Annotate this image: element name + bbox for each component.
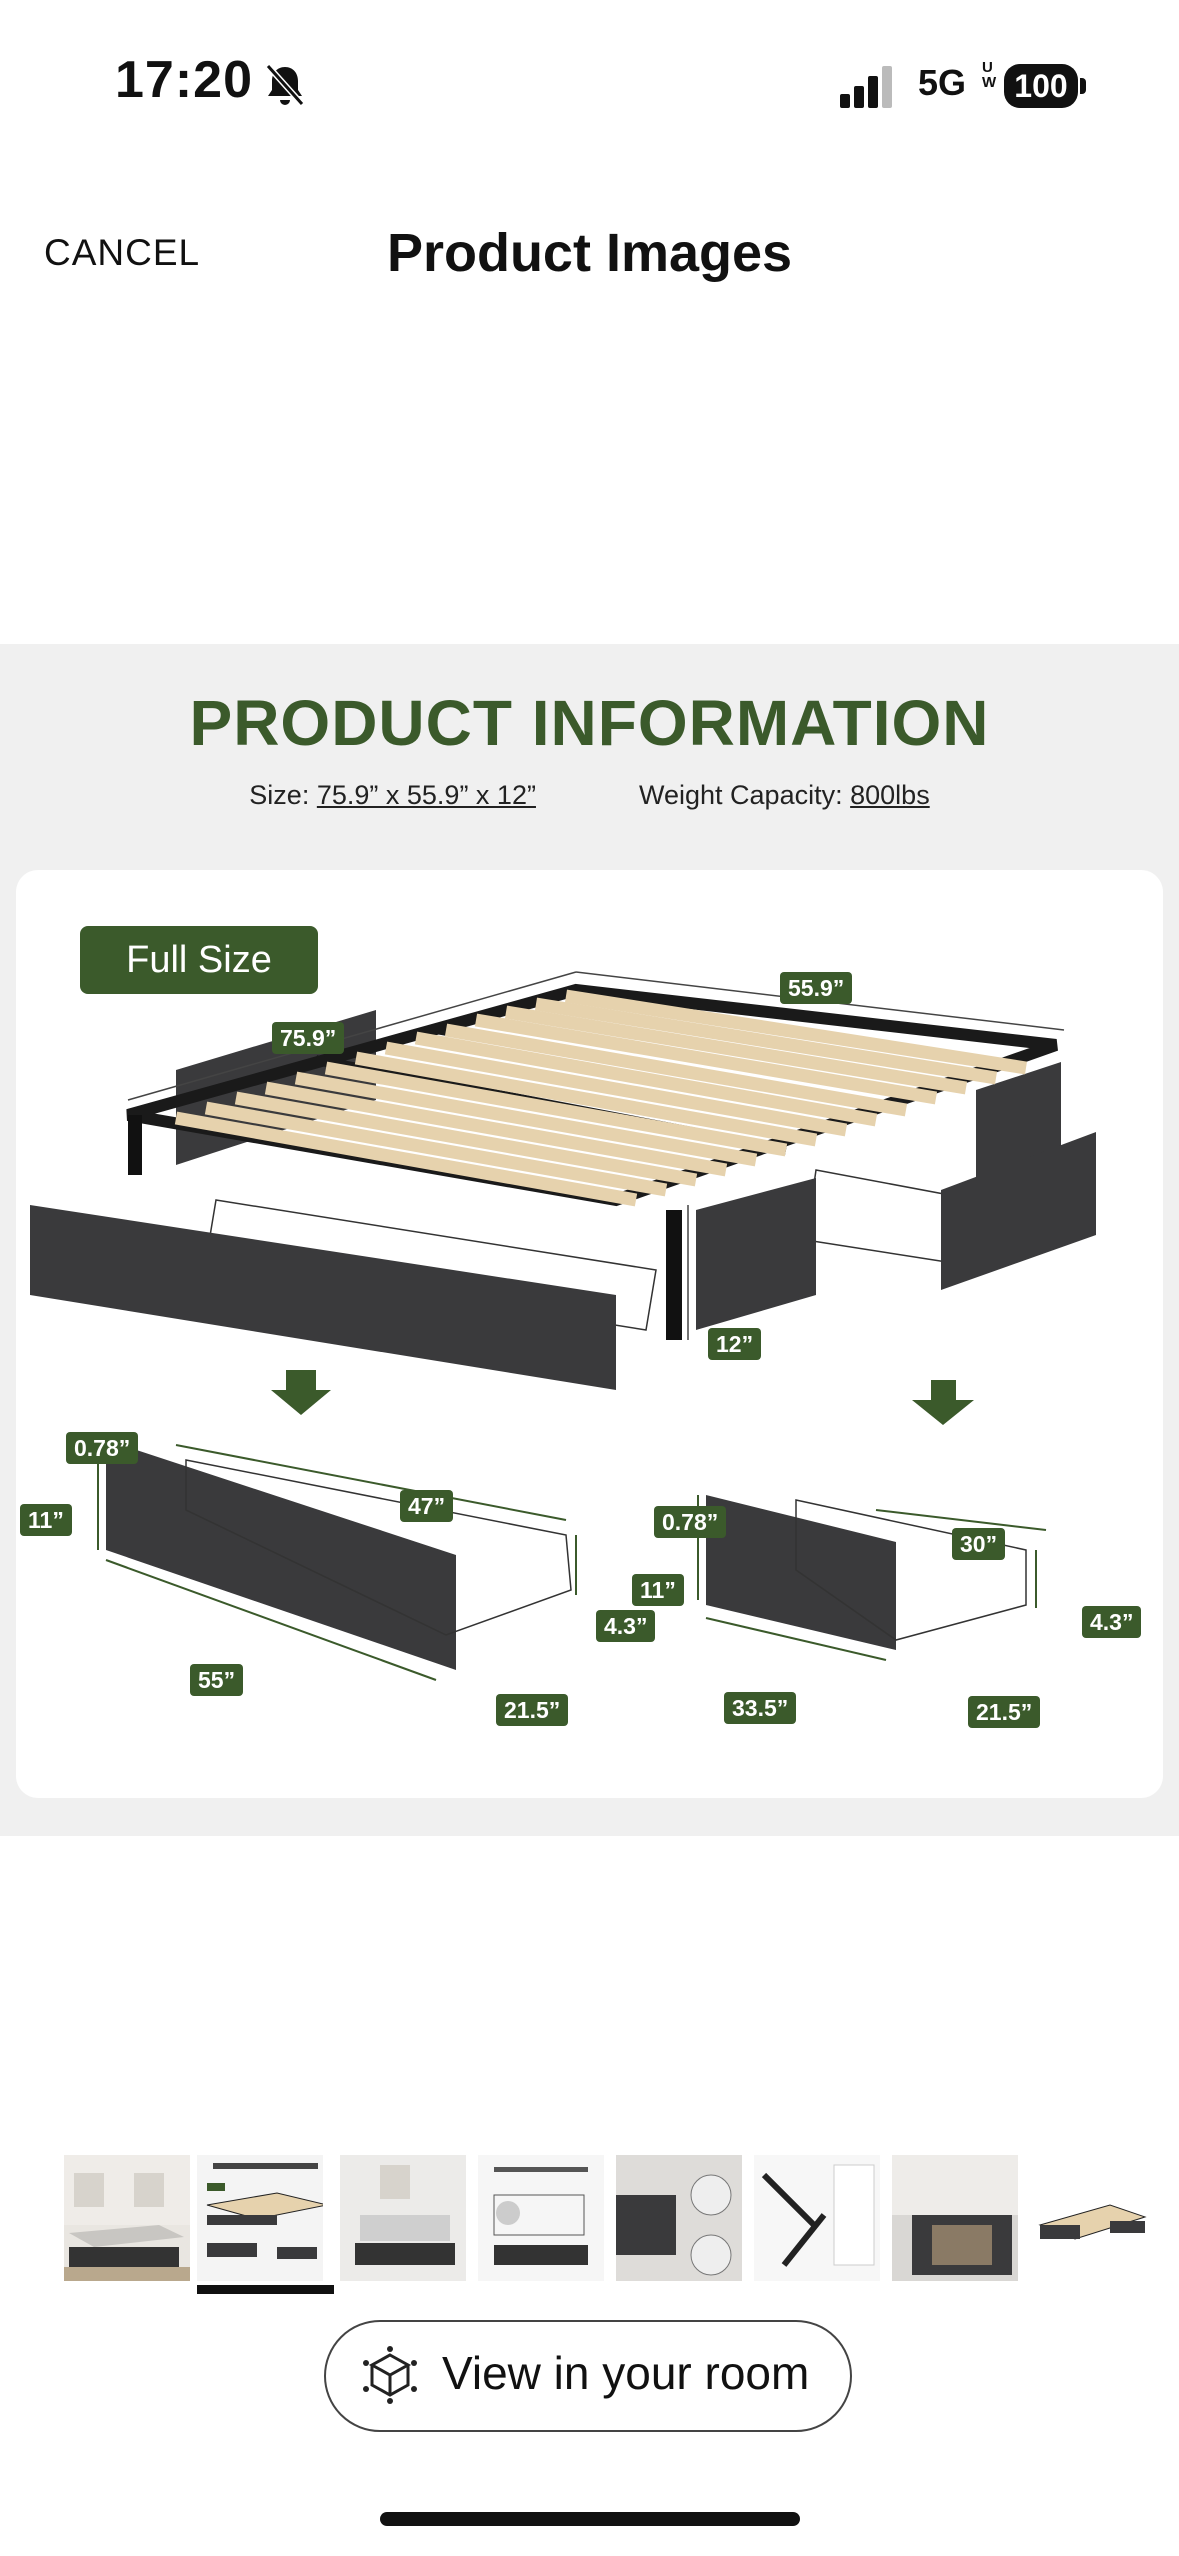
thumbnail-3[interactable]	[340, 2155, 466, 2281]
thumbnail-8[interactable]	[1030, 2155, 1150, 2281]
dim-small-drawer-depth: 30”	[952, 1528, 1006, 1560]
dim-small-drawer-height: 11”	[632, 1574, 684, 1606]
front-drawer-panel	[30, 1205, 616, 1390]
product-info-heading: PRODUCT INFORMATION	[189, 687, 990, 759]
dim-big-drawer-length: 55”	[190, 1664, 244, 1696]
thumbnail-5[interactable]	[616, 2155, 742, 2281]
dim-small-drawer-top: 0.78”	[654, 1506, 727, 1538]
dim-small-drawer-basket: 4.3”	[1082, 1606, 1142, 1638]
bell-slash-icon	[265, 63, 305, 107]
page-title: Product Images	[386, 223, 793, 283]
thumbnail-7[interactable]	[892, 2155, 1018, 2281]
dim-width: 55.9”	[780, 972, 853, 1004]
slats	[174, 989, 1028, 1207]
full-size-badge: Full Size	[80, 926, 318, 994]
view-in-room-button[interactable]	[324, 2320, 852, 2432]
battery-nub	[1080, 78, 1086, 94]
thumbnail-1[interactable]	[64, 2155, 190, 2281]
dim-big-drawer-top: 0.78”	[66, 1432, 139, 1464]
product-specs: Size: 75.9” x 55.9” x 12” Weight Capacit…	[0, 780, 1179, 811]
dim-length: 75.9”	[272, 1022, 345, 1054]
thumbnail-6[interactable]	[754, 2155, 880, 2281]
front-side-panel	[696, 1178, 816, 1330]
network-subtype: UW	[982, 59, 997, 91]
size-label: Size:	[249, 780, 310, 810]
small-drawer-panel	[706, 1495, 896, 1650]
signal-bars-icon	[840, 66, 892, 108]
view-in-room-label: View in your room	[442, 2347, 810, 2399]
dim-big-drawer-height: 11”	[20, 1504, 72, 1536]
weight-label: Weight Capacity:	[639, 780, 843, 810]
ar-cube-icon	[363, 2346, 417, 2404]
dim-height: 12”	[708, 1328, 762, 1360]
home-indicator	[380, 2512, 800, 2526]
side-drawer-panel	[941, 1132, 1096, 1290]
dim-small-drawer-width: 21.5”	[968, 1696, 1041, 1728]
thumbnail-4[interactable]	[478, 2155, 604, 2281]
status-time: 17:20	[115, 51, 253, 109]
thumbnail-2[interactable]	[197, 2155, 323, 2281]
battery-indicator: 100	[1004, 64, 1078, 108]
network-type: 5G	[918, 62, 967, 103]
thumbnail-selected-indicator	[197, 2285, 334, 2294]
dim-big-drawer-depth: 47”	[400, 1490, 454, 1522]
bed-frame-diagram	[30, 971, 1096, 1681]
dim-big-drawer-basket: 4.3”	[596, 1610, 656, 1642]
dim-small-drawer-length: 33.5”	[724, 1692, 797, 1724]
dim-big-drawer-width: 21.5”	[496, 1694, 569, 1726]
weight-value: 800lbs	[850, 780, 930, 810]
size-value: 75.9” x 55.9” x 12”	[316, 780, 536, 810]
cancel-button[interactable]: CANCEL	[44, 232, 201, 273]
